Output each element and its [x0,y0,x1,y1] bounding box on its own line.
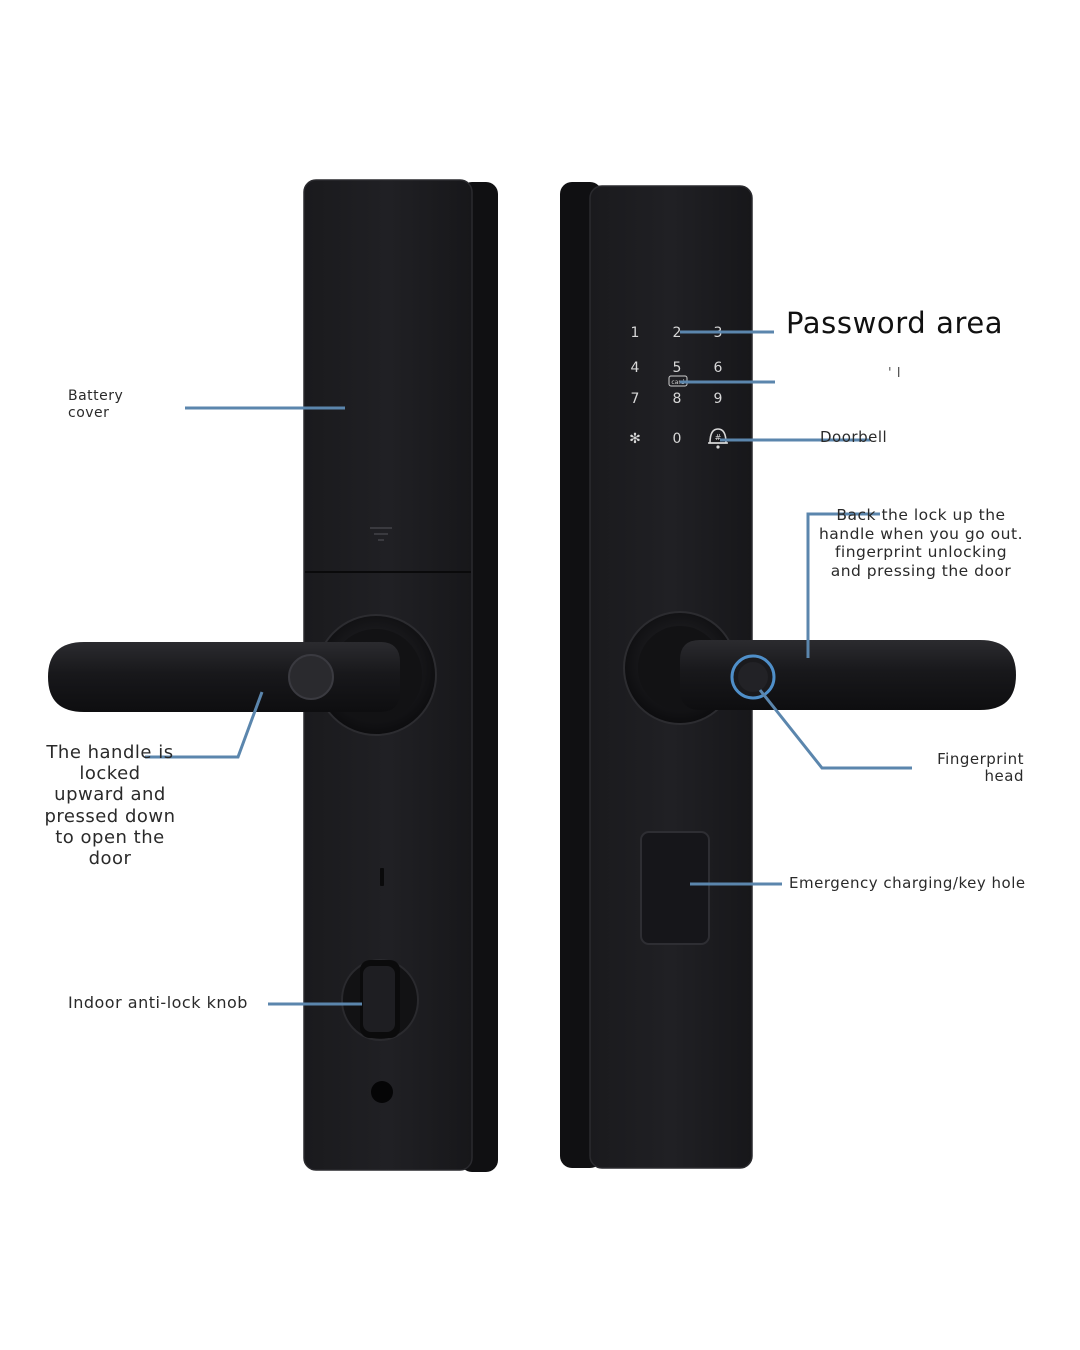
keypad-key-5[interactable]: 5 [673,360,682,376]
card-reader-badge-label: card [671,379,684,386]
callout-line-handle [145,691,264,759]
fingerprint-sensor-icon[interactable] [730,654,776,700]
thumb-turn-knob-icon[interactable] [341,959,419,1041]
card-area-label: ' I [888,366,902,381]
battery-cover-label: Battery cover [68,388,124,421]
emergency-charging-port[interactable] [640,831,710,945]
keypad-key-2[interactable]: 2 [673,325,682,341]
battery-cover-release-icon [370,527,392,541]
indoor-bottom-hole [371,1081,393,1103]
outdoor-handle[interactable] [680,640,1016,710]
emergency-label: Emergency charging/key hole [789,874,1026,892]
doorbell-label: Doorbell [820,428,888,446]
indoor-knob-label: Indoor anti-lock knob [68,993,248,1012]
callout-line-back-lock [806,512,880,658]
indoor-panel [48,179,498,1172]
indoor-status-slot [380,868,384,886]
keypad-key-9[interactable]: 9 [714,391,723,407]
keypad-key-1[interactable]: 1 [631,325,640,341]
password-area-label: Password area [786,306,1004,340]
indoor-handle-cap [288,654,334,700]
bell-icon[interactable]: # [708,428,728,449]
callout-line-fingerprint [758,689,912,770]
keypad-key-6[interactable]: 6 [714,360,723,376]
keypad-key-4[interactable]: 4 [631,360,640,376]
fingerprint-head-label: Fingerprint head [937,750,1024,785]
keypad-key-star[interactable]: ✻ [629,431,641,447]
callout-lines [145,330,912,1006]
indoor-handle[interactable] [48,642,400,712]
keypad-key-7[interactable]: 7 [631,391,640,407]
keypad-key-8[interactable]: 8 [673,391,682,407]
handle-locked-label: The handle is locked upward and pressed … [44,742,176,870]
back-lock-label: Back the lock up the handle when you go … [818,506,1023,580]
keypad-key-hash[interactable]: # [715,433,722,442]
keypad-key-0[interactable]: 0 [673,431,682,447]
